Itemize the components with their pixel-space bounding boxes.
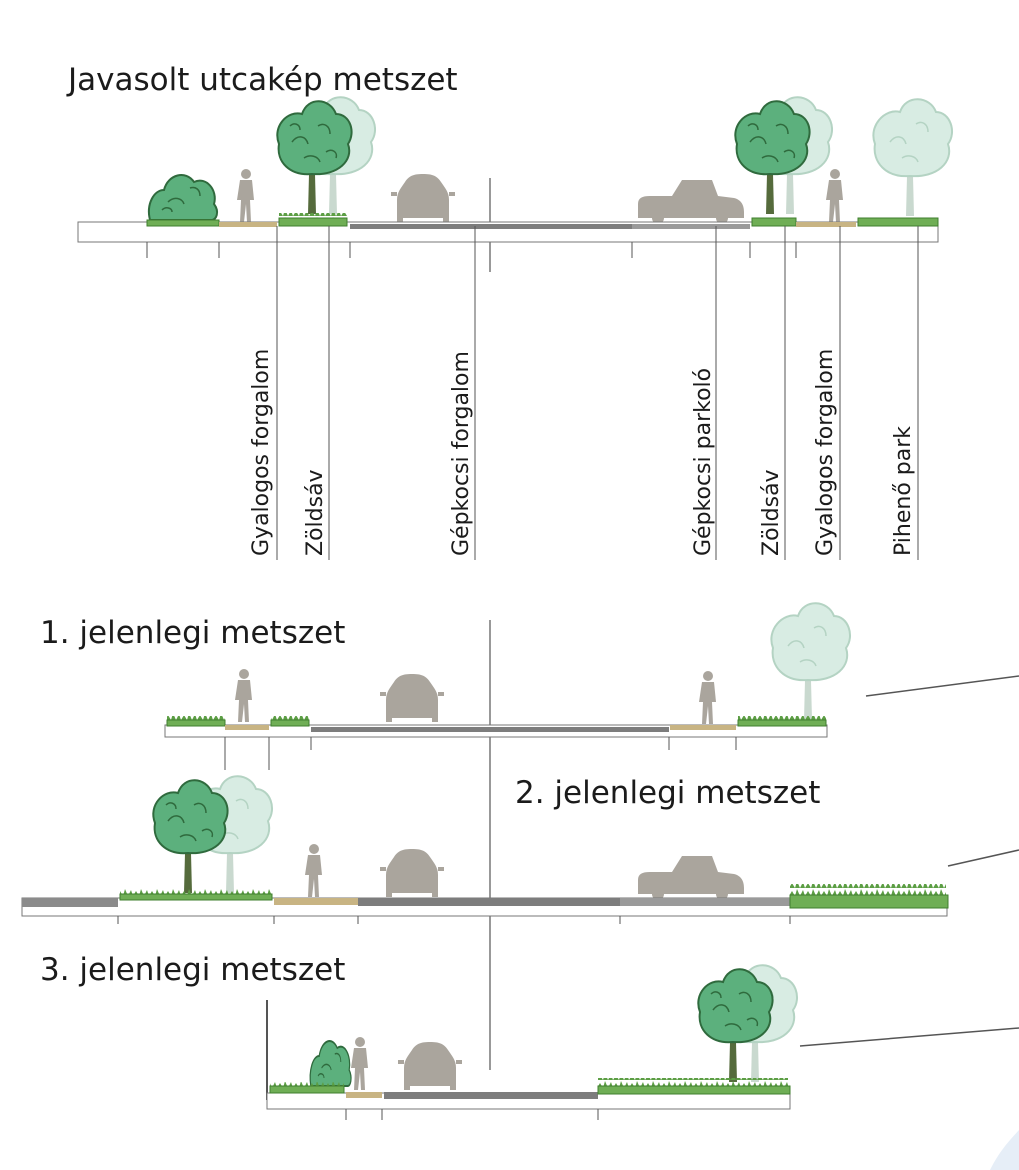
car-front-c2 xyxy=(380,849,444,897)
proposed-section: Javasolt utcakép metszet xyxy=(66,62,954,560)
label-green-strip-right: Zöldsáv xyxy=(759,469,784,556)
car-front-c1 xyxy=(380,674,444,722)
pedestrian-c2 xyxy=(305,844,322,897)
tree-c3 xyxy=(697,968,774,1083)
current-1-title: 1. jelenlegi metszet xyxy=(40,615,345,651)
label-car-traffic: Gépkocsi forgalom xyxy=(449,351,474,556)
pedestrian-c1-left xyxy=(235,669,252,722)
tree-ghost-c1 xyxy=(770,602,852,721)
current-3-title: 3. jelenlegi metszet xyxy=(40,952,345,988)
tree-left xyxy=(276,100,353,215)
pedestrian-left xyxy=(237,169,254,222)
tree-ghost-park xyxy=(872,98,954,217)
label-pedestrian-traffic-right: Gyalogos forgalom xyxy=(813,349,838,556)
label-pedestrian-traffic-left: Gyalogos forgalom xyxy=(249,349,274,556)
corner-decoration xyxy=(990,1130,1019,1170)
car-front-c3 xyxy=(398,1042,462,1090)
tree-c2 xyxy=(152,779,229,894)
shrub-left xyxy=(147,174,219,221)
pedestrian-c1-right xyxy=(699,671,716,724)
pedestrian-right xyxy=(826,169,843,222)
label-car-parking: Gépkocsi parkoló xyxy=(691,368,716,556)
car-side-c2 xyxy=(638,856,744,900)
current-section-3: 3. jelenlegi metszet xyxy=(40,952,1019,1120)
label-rest-park: Pihenő park xyxy=(891,426,916,556)
tree-right xyxy=(734,100,811,215)
current-section-2: 2. jelenlegi metszet xyxy=(21,775,1019,924)
shrub-c3 xyxy=(309,1040,353,1087)
car-side-proposed xyxy=(638,180,744,224)
current-2-title: 2. jelenlegi metszet xyxy=(515,775,820,811)
car-front-proposed xyxy=(391,174,455,222)
pedestrian-c3 xyxy=(351,1037,368,1090)
current-section-1: 1. jelenlegi metszet xyxy=(40,602,1019,770)
label-green-strip-left: Zöldsáv xyxy=(303,469,328,556)
proposed-section-title: Javasolt utcakép metszet xyxy=(66,62,458,98)
